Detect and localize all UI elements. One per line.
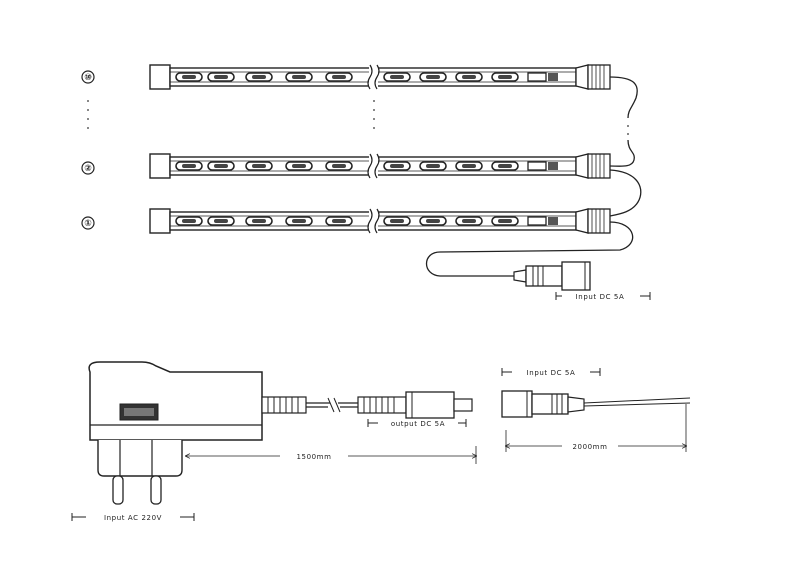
extension-cable-input-label-group: Input DC 5A: [501, 368, 601, 377]
led-chip: [419, 161, 447, 171]
led-strip-ten: [149, 64, 611, 90]
strip-input-connector: [513, 261, 591, 291]
led-chip: [383, 216, 411, 226]
cable-strip-one-to-input: [425, 221, 634, 277]
strip-marker-one: ①: [81, 216, 95, 230]
ellipsis-dots-right: [627, 125, 629, 135]
led-chip: [325, 216, 353, 226]
led-chip: [383, 72, 411, 82]
adapter-output-dimension: output DC 5A: [367, 419, 467, 428]
strip-marker-two: ②: [81, 161, 95, 175]
adapter-cable-length-label: 1500mm: [296, 453, 331, 461]
strip-end-connector: [587, 153, 611, 179]
ellipsis-dots-left: [87, 100, 89, 129]
led-chip: [325, 72, 353, 82]
strip-break-mark: [367, 208, 380, 234]
led-chip: [175, 72, 203, 82]
led-chip: [175, 161, 203, 171]
adapter-cable: [306, 397, 358, 413]
led-chip: [175, 216, 203, 226]
strip-break-mark: [367, 64, 380, 90]
svg-text:②: ②: [84, 164, 92, 174]
svg-text:①: ①: [84, 219, 92, 229]
led-chip: [285, 216, 313, 226]
svg-text:⑩: ⑩: [84, 73, 92, 83]
strip-marker-ten: ⑩: [81, 70, 95, 84]
adapter-output-plug: [357, 391, 473, 419]
led-chip: [245, 216, 273, 226]
power-adapter: [88, 361, 307, 505]
led-chip: [455, 216, 483, 226]
cable-strip-two-to-one: [609, 169, 642, 217]
led-chip: [245, 72, 273, 82]
adapter-output-label: output DC 5A: [391, 420, 445, 428]
adapter-input-label: Input AC 220V: [104, 514, 162, 522]
strip-input-label: Input DC 5A: [576, 293, 625, 301]
adapter-cable-length-dimension: 1500mm: [186, 446, 476, 464]
led-chip: [207, 216, 235, 226]
led-strips: [149, 64, 611, 234]
led-chip: [207, 72, 235, 82]
strip-end-connector: [587, 208, 611, 234]
strip-end-connector: [587, 64, 611, 90]
led-chip: [491, 216, 519, 226]
led-chip: [207, 161, 235, 171]
led-chip: [285, 72, 313, 82]
extension-cable-length-dimension: 2000mm: [506, 404, 686, 452]
led-chip: [419, 216, 447, 226]
ellipsis-dots-middle: [373, 100, 375, 129]
extension-input-label: Input DC 5A: [527, 369, 576, 377]
strip-input-dimension: Input DC 5A: [555, 292, 651, 301]
extension-socket: [501, 390, 691, 418]
plug-prong-right: [150, 475, 162, 505]
led-chip: [455, 72, 483, 82]
cable-to-strip-two: [609, 139, 635, 167]
led-strip-two: [149, 153, 611, 179]
strip-break-mark: [367, 153, 380, 179]
led-chip: [325, 161, 353, 171]
extension-cable-length-label: 2000mm: [572, 443, 607, 451]
led-chip: [419, 72, 447, 82]
plug-prong-left: [112, 475, 124, 505]
led-chip: [491, 161, 519, 171]
led-chip: [455, 161, 483, 171]
adapter-input-dimension: Input AC 220V: [71, 513, 195, 522]
led-chip: [285, 161, 313, 171]
led-strip-one: [149, 208, 611, 234]
cable-strip-ten-down: [609, 76, 638, 119]
led-chip: [383, 161, 411, 171]
led-chip: [245, 161, 273, 171]
led-chip: [491, 72, 519, 82]
